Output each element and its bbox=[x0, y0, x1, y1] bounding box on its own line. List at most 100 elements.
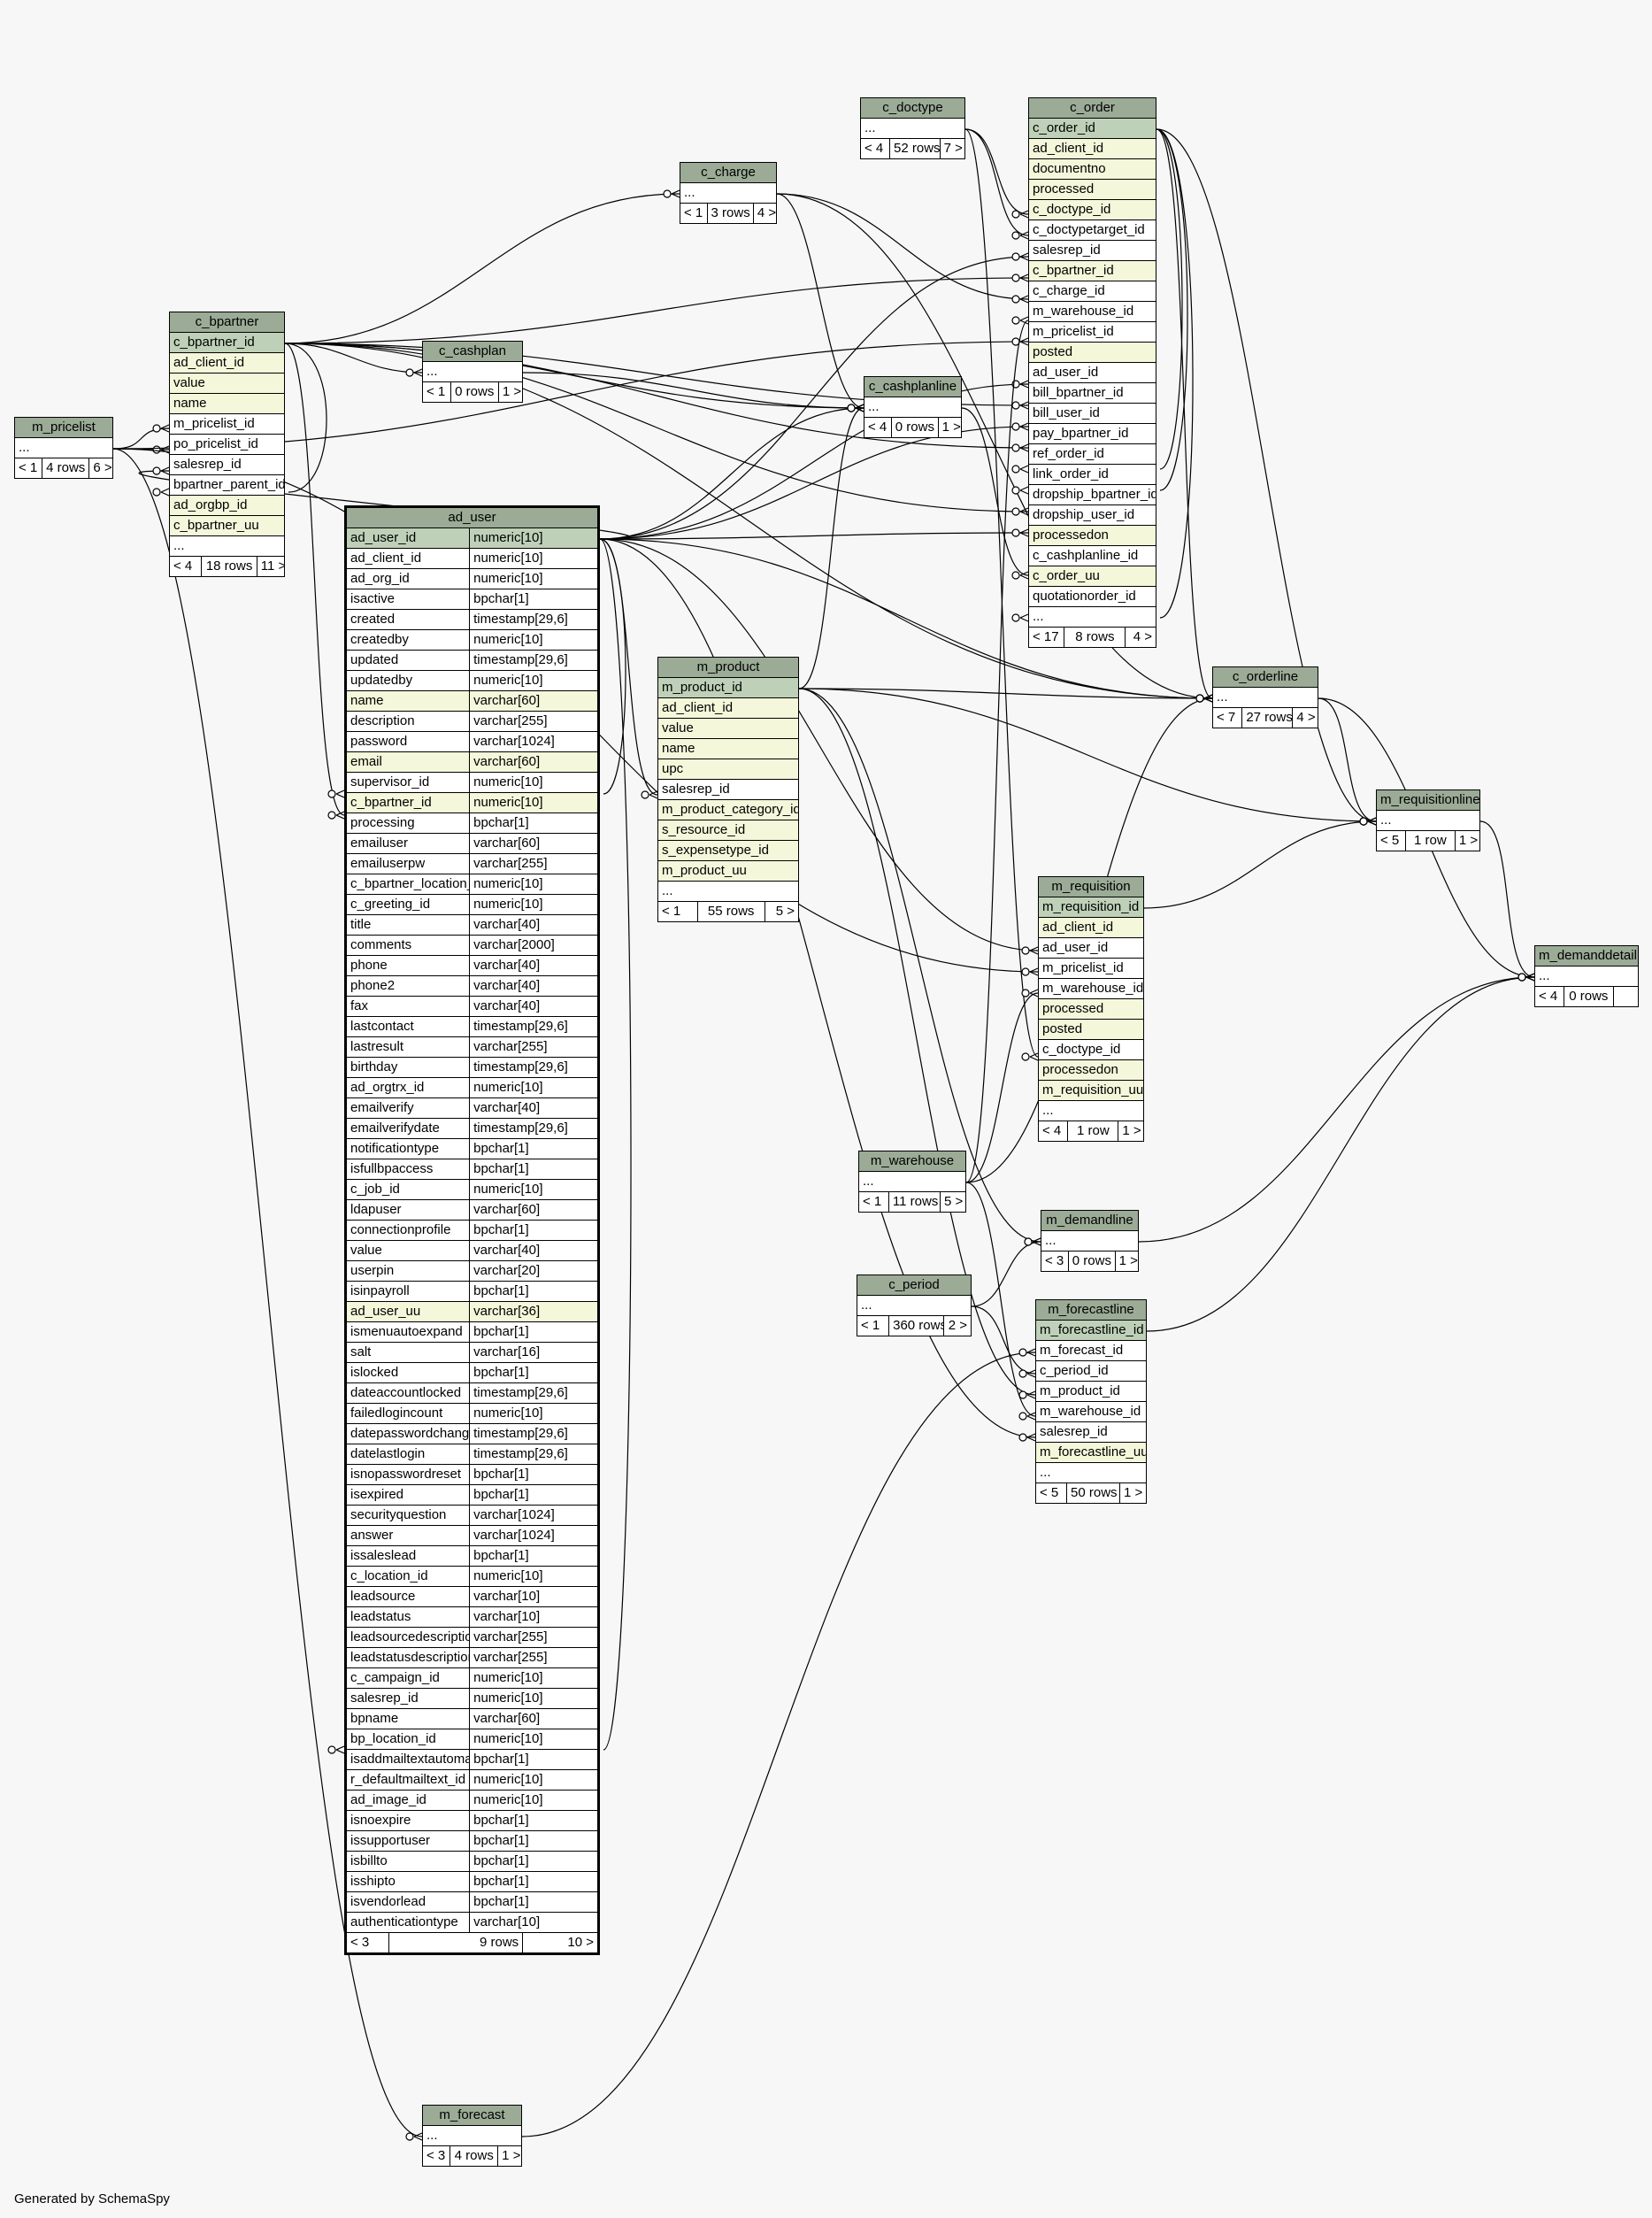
column-row: ... bbox=[657, 881, 799, 902]
edge-optional-marker bbox=[1011, 316, 1020, 325]
column-row: ad_client_id bbox=[657, 697, 799, 719]
edge-optional-marker bbox=[1011, 507, 1020, 516]
column-row: m_forecast_id bbox=[1035, 1340, 1147, 1361]
column-type: varchar[1024] bbox=[469, 731, 599, 752]
edge-c_bpartner-to-c_charge bbox=[284, 193, 680, 344]
column-type: numeric[10] bbox=[469, 670, 599, 691]
column-row: processedon bbox=[1028, 525, 1156, 546]
column-name: link_order_id bbox=[1028, 464, 1156, 485]
edge-crowfoot-marker bbox=[1019, 380, 1029, 389]
column-row: m_warehouse_id bbox=[1035, 1401, 1147, 1422]
column-name: processed bbox=[1038, 998, 1144, 1020]
edge-optional-marker bbox=[1011, 571, 1020, 580]
column-name: s_resource_id bbox=[657, 820, 799, 841]
edge-crowfoot-marker bbox=[1019, 443, 1029, 452]
column-name: bpname bbox=[344, 1708, 471, 1729]
children-count: 2 > bbox=[943, 1315, 972, 1336]
children-count: 1 > bbox=[1114, 1251, 1140, 1272]
column-name: m_warehouse_id bbox=[1038, 978, 1144, 999]
edge-optional-marker bbox=[1011, 528, 1020, 537]
column-name: ad_orgbp_id bbox=[169, 495, 285, 516]
column-name: ... bbox=[864, 397, 962, 418]
edge-optional-marker bbox=[641, 790, 649, 799]
column-row: s_expensetype_id bbox=[657, 840, 799, 861]
edge-ad_user-to-c_order bbox=[599, 532, 1029, 540]
column-type: numeric[10] bbox=[469, 528, 599, 549]
parents-count: < 1 bbox=[680, 203, 708, 224]
edge-optional-marker bbox=[1011, 295, 1020, 304]
edge-crowfoot-marker bbox=[1026, 1433, 1036, 1442]
column-name: ad_user_uu bbox=[344, 1301, 471, 1322]
column-row: m_pricelist_id bbox=[1028, 321, 1156, 343]
children-count: 7 > bbox=[939, 138, 966, 159]
column-name: isactive bbox=[344, 589, 471, 610]
column-name: isinpayroll bbox=[344, 1281, 471, 1302]
column-row: m_requisition_uu bbox=[1038, 1080, 1144, 1101]
column-name: ad_client_id bbox=[169, 352, 285, 374]
edge-m_requisition-to-m_requisitionline bbox=[1143, 820, 1377, 909]
edge-m_warehouse-to-c_order bbox=[965, 320, 1029, 1183]
edge-c_order-to-c_order bbox=[1156, 128, 1188, 491]
edge-optional-marker bbox=[1021, 1052, 1030, 1061]
edge-crowfoot-marker bbox=[335, 811, 345, 820]
column-row: ... bbox=[169, 535, 285, 557]
row-count: 0 rows bbox=[1067, 1251, 1116, 1272]
column-type: bpchar[1] bbox=[469, 1220, 599, 1241]
column-name: emailuser bbox=[344, 833, 471, 854]
column-row: salesrep_id bbox=[657, 779, 799, 800]
column-name: c_order_uu bbox=[1028, 566, 1156, 587]
column-name: notificationtype bbox=[344, 1138, 471, 1159]
column-name: processedon bbox=[1028, 525, 1156, 546]
edge-c_bpartner-to-c_order bbox=[284, 277, 1029, 344]
table-title: m_product bbox=[657, 657, 799, 678]
column-type: varchar[255] bbox=[469, 1036, 599, 1058]
edge-c_doctype-to-c_order bbox=[964, 128, 1029, 236]
table-header-row: c_period bbox=[857, 1275, 972, 1296]
column-name: phone2 bbox=[344, 975, 471, 997]
row-count: 4 rows bbox=[42, 458, 90, 479]
column-name: birthday bbox=[344, 1057, 471, 1078]
column-name: ... bbox=[1212, 687, 1318, 708]
row-count: 55 rows bbox=[696, 901, 765, 922]
edge-m_product-to-c_cashplanline bbox=[798, 407, 864, 689]
column-type: numeric[10] bbox=[469, 548, 599, 569]
column-type: bpchar[1] bbox=[469, 1545, 599, 1567]
column-name: salesrep_id bbox=[1035, 1421, 1147, 1443]
column-type: varchar[16] bbox=[469, 1342, 599, 1363]
table-header-row: m_requisition bbox=[1038, 876, 1144, 897]
column-name: ad_image_id bbox=[344, 1790, 471, 1811]
column-row: bill_bpartner_id bbox=[1028, 382, 1156, 404]
column-type: bpchar[1] bbox=[469, 1464, 599, 1485]
column-name: c_bpartner_location_id bbox=[344, 874, 471, 895]
